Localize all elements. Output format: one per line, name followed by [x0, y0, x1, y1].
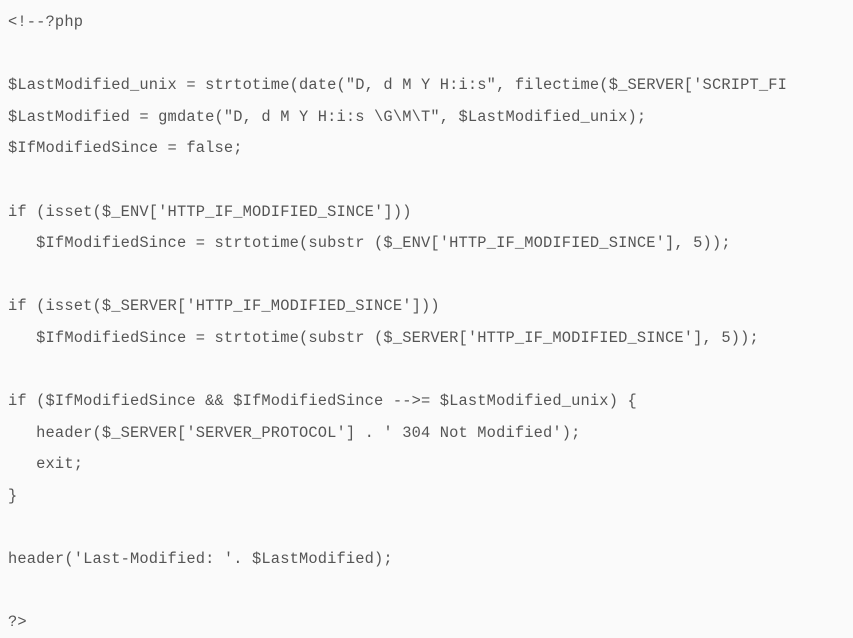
- code-line: exit;: [8, 455, 84, 474]
- code-line: [8, 513, 787, 545]
- code-line: if ($IfModifiedSince && $IfModifiedSince…: [8, 392, 637, 411]
- code-line: header('Last-Modified: '. $LastModified)…: [8, 550, 393, 569]
- code-line: if (isset($_ENV['HTTP_IF_MODIFIED_SINCE'…: [8, 202, 412, 221]
- code-line: $IfModifiedSince = false;: [8, 139, 243, 158]
- code-line: [8, 260, 787, 292]
- code-line: [8, 355, 787, 387]
- code-line: if (isset($_SERVER['HTTP_IF_MODIFIED_SIN…: [8, 297, 440, 316]
- code-line: $IfModifiedSince = strtotime(substr ($_E…: [8, 234, 731, 253]
- code-line: [8, 576, 787, 608]
- code-line: header($_SERVER['SERVER_PROTOCOL'] . ' 3…: [8, 423, 581, 442]
- code-line: ?>: [8, 613, 27, 632]
- code-line: $IfModifiedSince = strtotime(substr ($_S…: [8, 328, 759, 347]
- code-lines: <!--?php $LastModified_unix = strtotime(…: [8, 7, 787, 638]
- code-line: $LastModified = gmdate("D, d M Y H:i:s \…: [8, 107, 647, 126]
- code-line: $LastModified_unix = strtotime(date("D, …: [8, 76, 788, 95]
- code-line: }: [8, 486, 18, 505]
- code-line: [8, 165, 787, 197]
- code-line: <!--?php: [8, 13, 84, 31]
- code-line: [8, 39, 787, 71]
